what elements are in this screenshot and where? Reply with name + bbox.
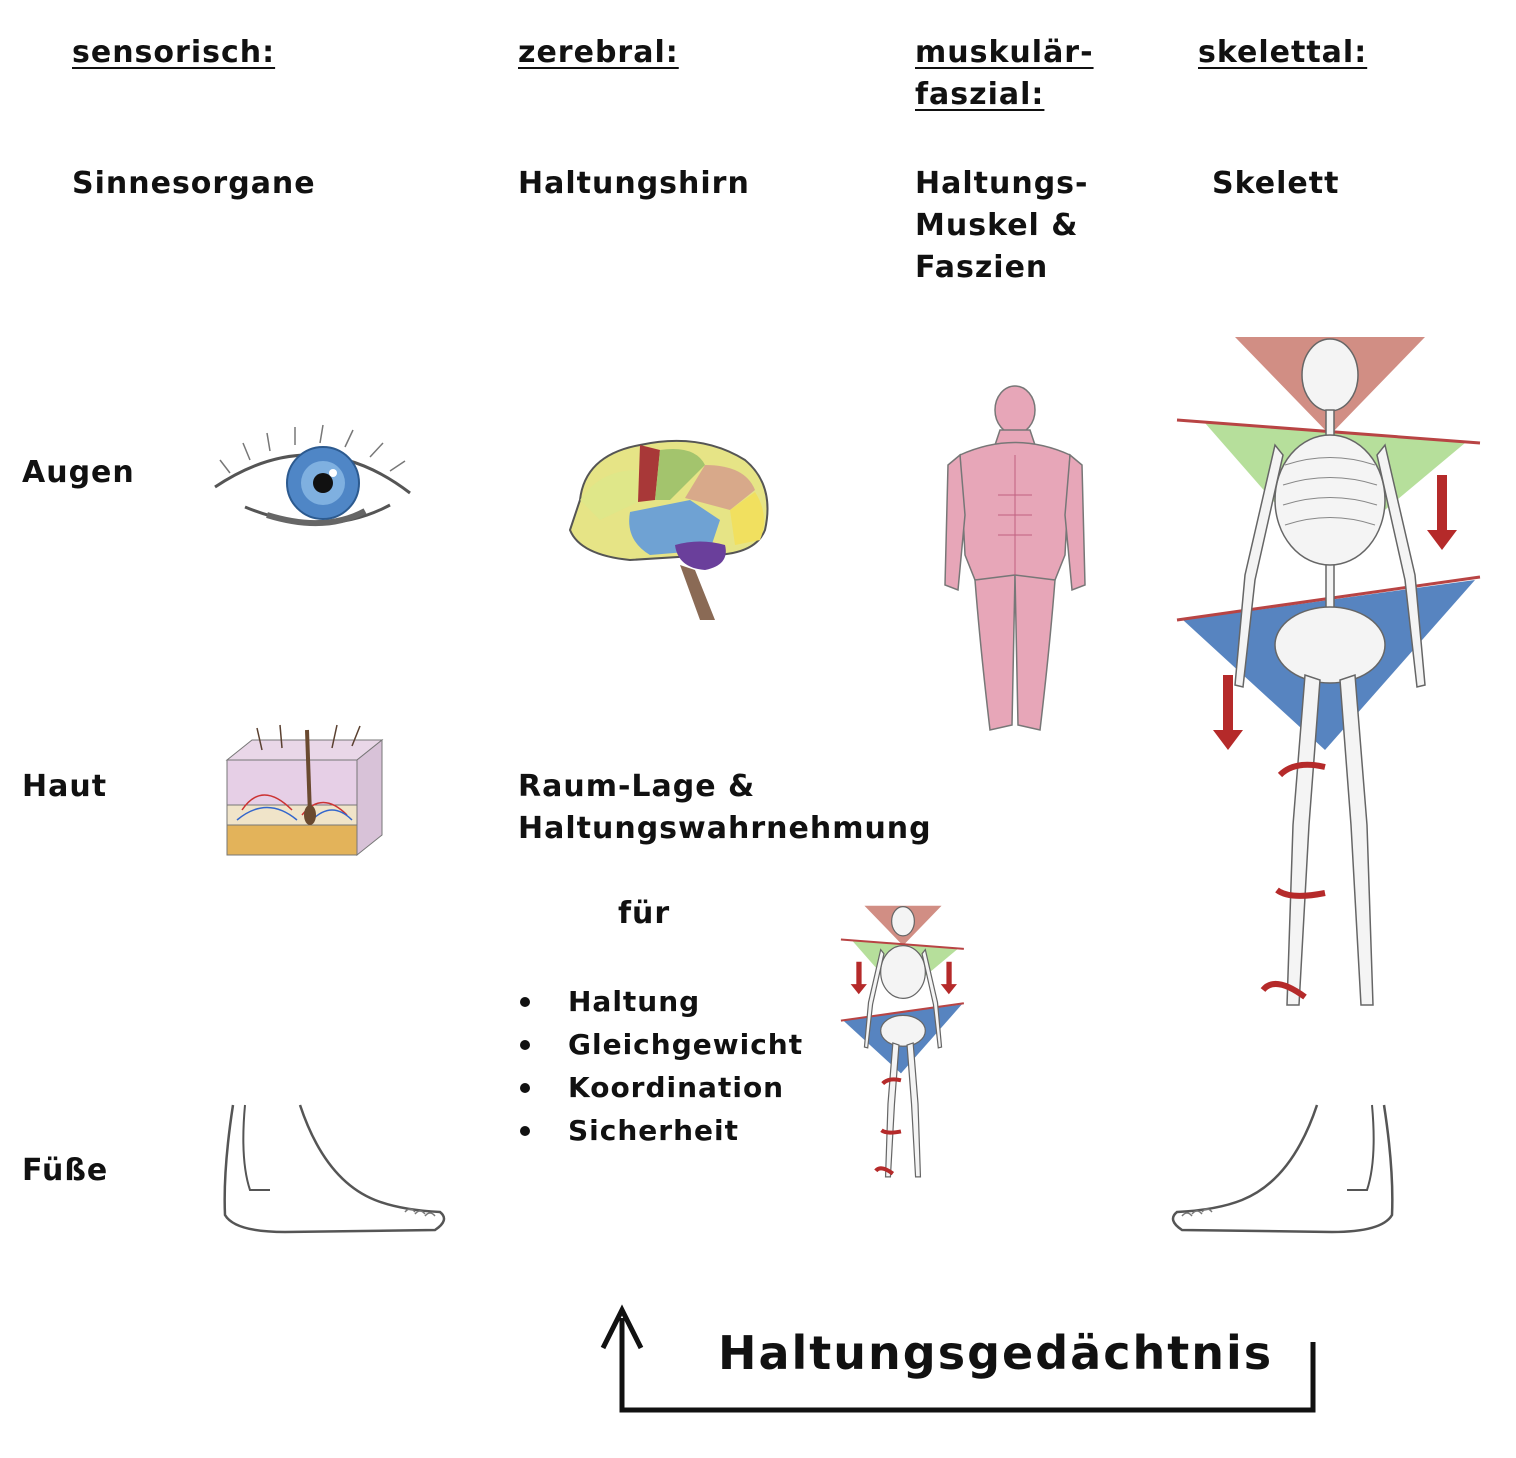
perception-list: Haltung Gleichgewicht Koordination Siche… [518,980,803,1152]
foot-left-drawing-icon [223,1104,446,1234]
list-item: Haltung [518,980,803,1023]
item-posture-brain: Haltungshirn [518,166,750,201]
header-cerebral: zerebral: [518,35,679,70]
skin-drawing-icon [225,724,384,857]
for-label: für [618,896,671,931]
muscle-body-drawing-icon [944,385,1086,731]
skeleton-drawing-icon [1176,337,1481,1006]
header-muscular: muskulär- faszial: [915,35,1094,112]
return-arrow-icon [600,1304,1316,1413]
list-item: Gleichgewicht [518,1023,803,1066]
row-label-eyes: Augen [22,455,135,490]
list-item: Sicherheit [518,1109,803,1152]
row-label-skin: Haut [22,769,108,804]
item-sensory-organs: Sinnesorgane [72,166,316,201]
list-item: Koordination [518,1066,803,1109]
item-muscles-fascia: Haltungs- Muskel & Faszien [915,166,1089,285]
posture-memory-label: Haltungsgedächtnis [718,1326,1274,1380]
row-label-feet: Füße [22,1153,109,1188]
brain-drawing-icon [568,439,769,620]
perception-heading: Raum-Lage & Haltungswahrnehmung [518,769,932,846]
item-skeleton: Skelett [1212,166,1340,201]
eye-drawing-icon [214,424,411,527]
skeleton-small-drawing-icon [840,905,965,1178]
header-sensory: sensorisch: [72,35,276,70]
header-skeletal: skelettal: [1198,35,1368,70]
foot-right-drawing-icon [1171,1104,1394,1234]
